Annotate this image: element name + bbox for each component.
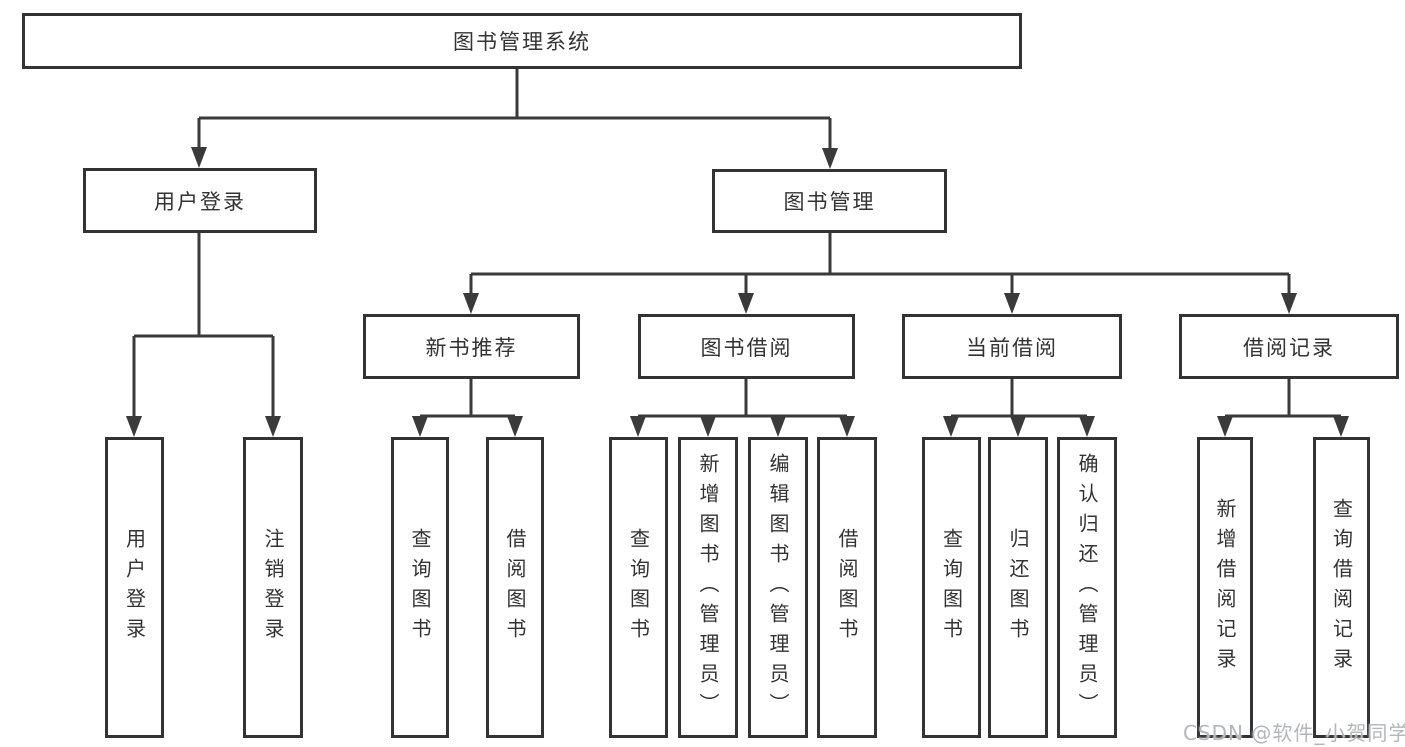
node-book-management: 图书管理 [712,169,947,233]
leaf-borrow-book-recommend-label: 借阅图书 [503,527,527,648]
node-book-management-label: 图书管理 [783,190,876,214]
leaf-logout-label: 注销登录 [261,527,285,648]
node-current-borrowing-label: 当前借阅 [966,335,1058,360]
leaf-logout: 注销登录 [243,437,303,738]
node-new-book-recommend: 新书推荐 [363,314,580,379]
node-new-book-recommend-label: 新书推荐 [425,335,518,360]
node-root-library-management-system: 图书管理系统 [22,13,1022,69]
leaf-add-book-admin-label: 新增图书（管理员） [696,452,720,723]
leaf-user-login-label: 用户登录 [122,527,147,648]
node-user-login: 用户登录 [83,168,317,233]
node-user-login-label: 用户登录 [154,189,246,214]
leaf-borrow-book: 借阅图书 [817,437,877,738]
leaf-borrow-book-recommend: 借阅图书 [486,437,544,738]
node-current-borrowing: 当前借阅 [902,314,1122,379]
node-borrowing-records-label: 借阅记录 [1243,335,1335,360]
leaf-confirm-return-admin: 确认归还（管理员） [1057,437,1117,738]
leaf-query-book-borrowing-label: 查询图书 [626,527,651,648]
leaf-return-book-label: 归还图书 [1006,527,1030,648]
leaf-add-borrow-record-label: 新增借阅记录 [1213,497,1237,678]
leaf-borrow-book-label: 借阅图书 [835,527,859,648]
leaf-return-book: 归还图书 [988,437,1048,738]
leaf-query-book-borrowing: 查询图书 [609,437,668,738]
node-root-label: 图书管理系统 [453,30,591,54]
leaf-query-book-recommend: 查询图书 [391,437,449,738]
leaf-user-login: 用户登录 [105,437,164,738]
leaf-add-borrow-record: 新增借阅记录 [1197,437,1253,738]
leaf-add-book-admin: 新增图书（管理员） [678,437,738,738]
leaf-query-book-recommend-label: 查询图书 [408,527,432,648]
leaf-query-borrow-record-label: 查询借阅记录 [1329,497,1354,678]
node-book-borrowing: 图书借阅 [638,314,855,379]
leaf-edit-book-admin: 编辑图书（管理员） [748,437,808,738]
csdn-watermark: CSDN @软件_小贺同学 [1183,721,1405,745]
node-book-borrowing-label: 图书借阅 [700,335,793,360]
leaf-confirm-return-admin-label: 确认归还（管理员） [1075,452,1099,723]
leaf-query-book-current: 查询图书 [922,437,981,738]
node-borrowing-records: 借阅记录 [1179,314,1399,379]
leaf-edit-book-admin-label: 编辑图书（管理员） [766,452,790,723]
leaf-query-borrow-record: 查询借阅记录 [1313,437,1370,738]
leaf-query-book-current-label: 查询图书 [939,527,964,648]
